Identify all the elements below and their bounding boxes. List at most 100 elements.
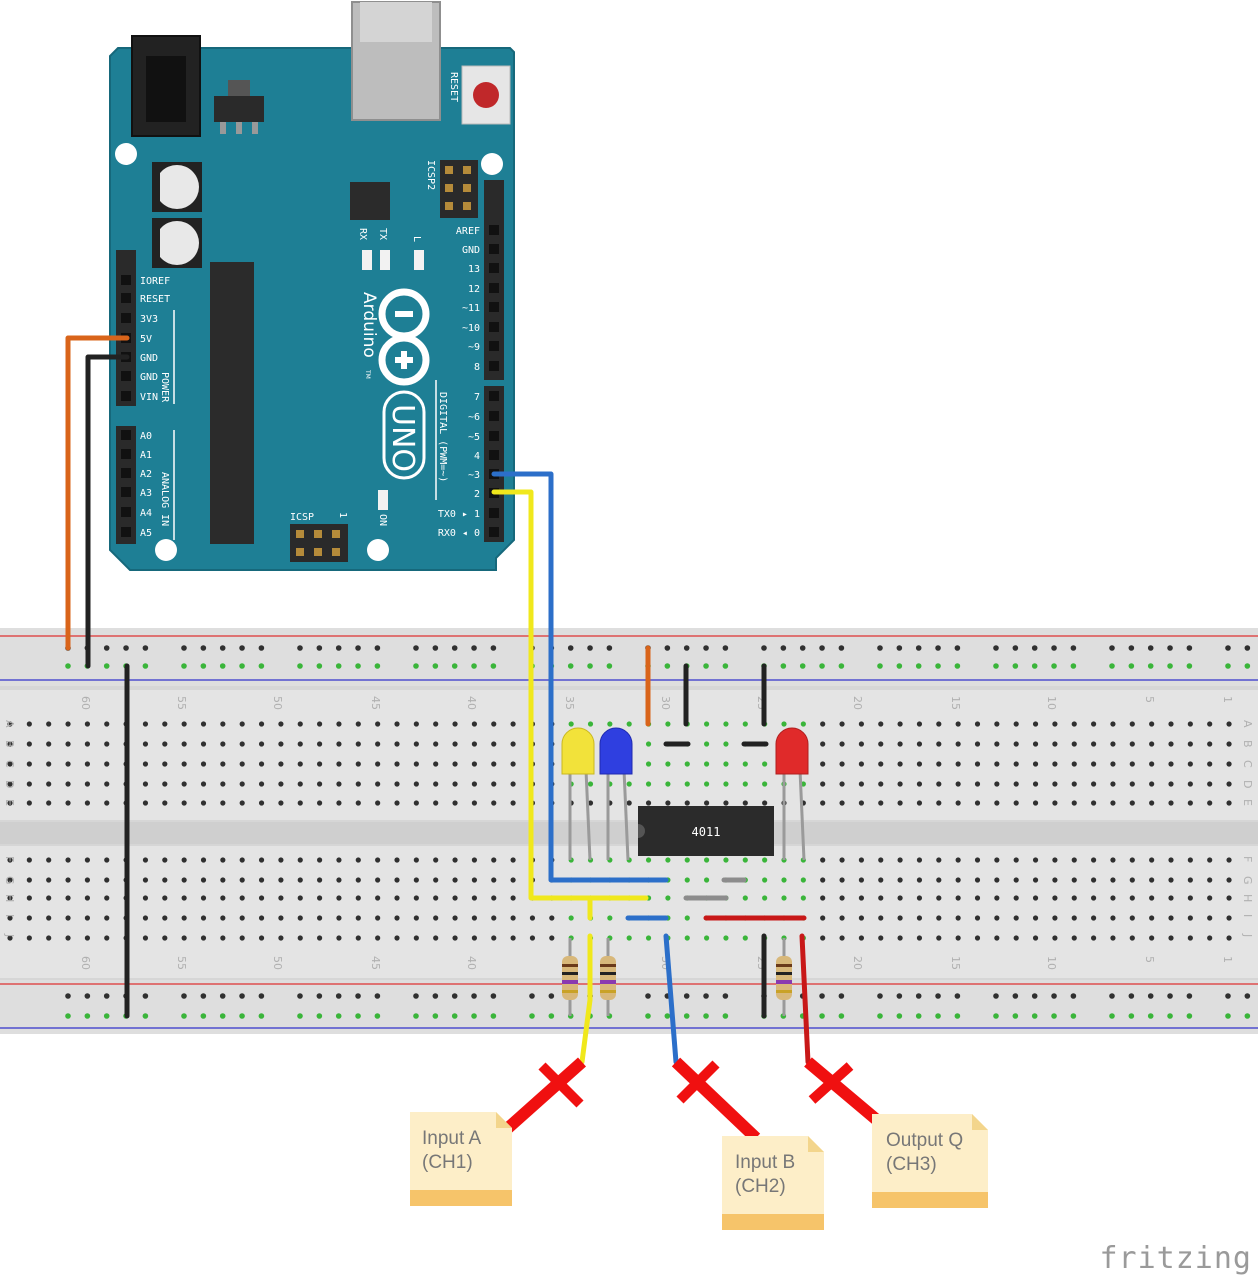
rail-hole <box>1051 993 1057 999</box>
breadboard-hole <box>994 915 1000 921</box>
power-pin-label: 5V <box>140 334 152 345</box>
breadboard-hole <box>1187 721 1193 727</box>
breadboard-hole <box>258 895 265 901</box>
header-pin <box>489 263 499 273</box>
breadboard-hole <box>394 781 400 787</box>
digital-pin-label: 4 <box>474 451 480 462</box>
rail-hole <box>703 645 709 651</box>
rail-hole <box>954 993 961 999</box>
breadboard-hole <box>742 781 748 787</box>
breadboard-hole <box>820 935 826 941</box>
breadboard-hole <box>704 781 710 787</box>
breadboard-hole <box>46 761 52 767</box>
column-number: 10 <box>1045 696 1058 710</box>
trademark: TM <box>364 369 371 379</box>
rail-hole <box>258 645 265 651</box>
breadboard-hole <box>916 800 923 806</box>
rail-hole <box>200 645 207 651</box>
header-pin <box>121 371 131 381</box>
breadboard-hole <box>355 877 361 883</box>
breadboard-hole <box>1149 721 1155 727</box>
breadboard-hole <box>665 781 671 787</box>
rail-hole <box>374 645 381 651</box>
breadboard-hole <box>936 761 942 767</box>
digital-pin-label: 12 <box>468 284 480 295</box>
wire-blue-pin3 <box>491 471 669 883</box>
breadboard-hole <box>394 857 400 863</box>
rail-hole <box>1070 645 1077 651</box>
breadboard-hole <box>994 895 1000 901</box>
breadboard-hole <box>491 761 497 767</box>
analog-pin-label: A0 <box>140 431 152 442</box>
breadboard-hole <box>1091 915 1097 921</box>
breadboard-hole <box>297 781 303 787</box>
probe-clip-a <box>504 1057 586 1133</box>
breadboard-hole <box>375 800 381 806</box>
breadboard-hole <box>858 895 865 901</box>
breadboard-hole <box>278 935 284 941</box>
rail-hole <box>780 663 787 669</box>
breadboard-hole <box>1207 741 1213 747</box>
header-pin <box>121 275 131 285</box>
breadboard-hole <box>820 800 826 806</box>
breadboard-hole <box>413 857 419 863</box>
breadboard-hole <box>1013 895 1019 901</box>
rail-hole <box>142 993 149 999</box>
breadboard-hole <box>355 741 361 747</box>
power-header-label: POWER <box>159 372 170 403</box>
breadboard-hole <box>413 721 419 727</box>
breadboard-hole <box>1032 857 1039 863</box>
rx-led <box>362 250 372 270</box>
breadboard-hole <box>336 857 342 863</box>
on-led <box>378 490 388 510</box>
breadboard-hole <box>7 935 13 941</box>
breadboard-hole <box>645 935 652 941</box>
breadboard-hole <box>665 895 671 901</box>
bottom-power-rail <box>0 980 1258 1034</box>
rail-hole <box>316 993 323 999</box>
breadboard-hole <box>1052 800 1058 806</box>
breadboard-hole <box>723 781 729 787</box>
breadboard-hole <box>65 761 71 767</box>
breadboard-hole <box>1091 761 1097 767</box>
breadboard-hole <box>375 857 381 863</box>
breadboard-hole <box>278 857 284 863</box>
breadboard-hole <box>258 781 265 787</box>
breadboard-hole <box>684 781 690 787</box>
rail-hole <box>413 1013 419 1019</box>
breadboard-hole <box>142 741 149 747</box>
breadboard-hole <box>1226 935 1232 941</box>
breadboard-hole <box>220 877 226 883</box>
breadboard-hole <box>510 741 516 747</box>
breadboard-hole <box>162 800 168 806</box>
mounting-hole <box>367 539 389 561</box>
reset-button[interactable] <box>461 65 511 125</box>
column-number: 30 <box>659 696 672 710</box>
breadboard-hole <box>955 721 961 727</box>
breadboard-hole <box>684 935 690 941</box>
rail-hole <box>819 1013 825 1019</box>
header-pin <box>489 450 499 460</box>
breadboard-hole <box>394 741 400 747</box>
rail-hole <box>490 993 497 999</box>
probe-note-output-q: Output Q (CH3) <box>872 1114 988 1208</box>
breadboard-hole <box>510 935 516 941</box>
rail-hole <box>877 993 883 999</box>
breadboard-hole <box>26 800 32 806</box>
breadboard-hole <box>336 895 342 901</box>
breadboard-hole <box>1168 721 1174 727</box>
header-pin <box>489 341 499 351</box>
rail-hole <box>84 993 91 999</box>
breadboard-hole <box>7 761 13 767</box>
rail-hole <box>471 993 477 999</box>
reset-label: RESET <box>448 72 459 102</box>
on-label: ON <box>377 514 388 526</box>
rail-hole <box>664 645 671 651</box>
breadboard-hole <box>820 721 826 727</box>
breadboard-hole <box>471 915 477 921</box>
breadboard-hole <box>955 800 961 806</box>
rail-hole <box>316 663 323 669</box>
rail-hole <box>297 1013 303 1019</box>
breadboard-hole <box>1052 721 1058 727</box>
breadboard-hole <box>65 800 71 806</box>
